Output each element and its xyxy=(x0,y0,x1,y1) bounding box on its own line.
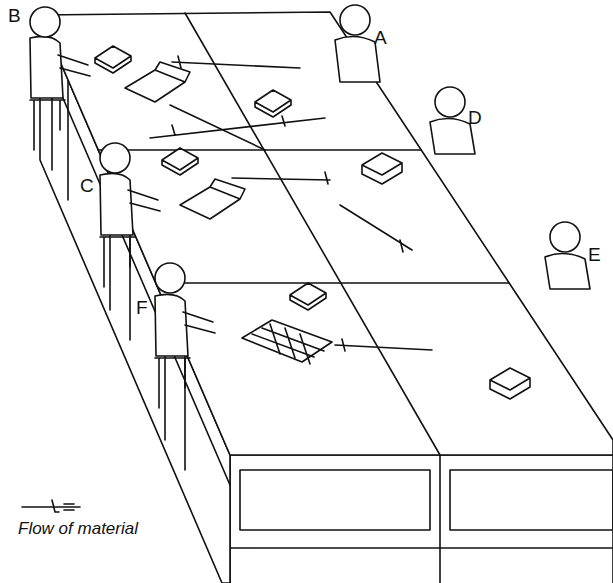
worker-letter: A xyxy=(374,28,387,47)
worker-letter: C xyxy=(80,176,94,195)
flow-lines xyxy=(150,56,432,351)
legend-text: Flow of material xyxy=(16,520,140,539)
table-top xyxy=(40,12,613,455)
workers xyxy=(30,5,590,408)
table-front xyxy=(230,455,613,583)
worker-letter: E xyxy=(588,245,601,264)
paper-stacks xyxy=(95,46,530,399)
worker-letter: F xyxy=(136,298,148,317)
worker-letter: D xyxy=(468,108,482,127)
legend-line-sample xyxy=(22,500,80,512)
worker-letter: B xyxy=(8,6,21,25)
